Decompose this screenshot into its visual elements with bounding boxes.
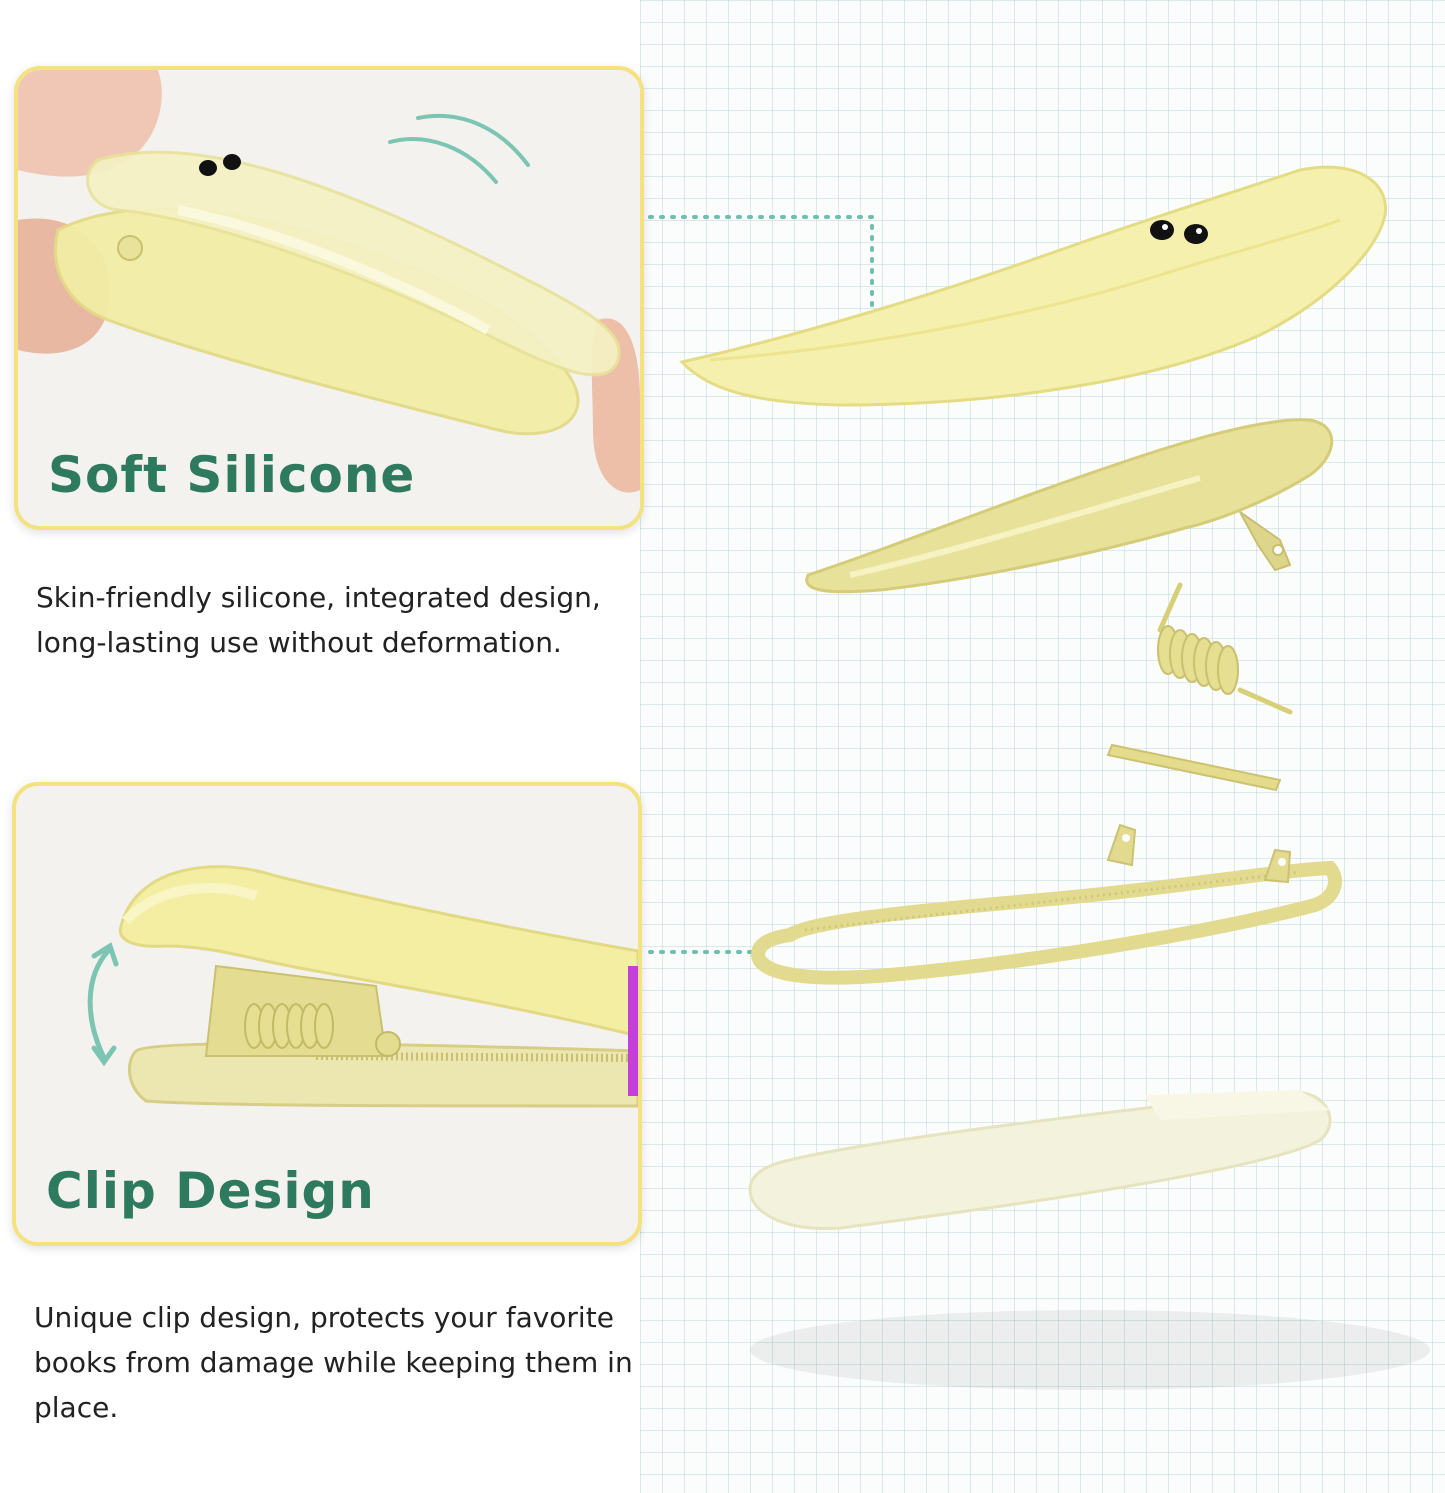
pin-part (1106, 743, 1282, 792)
clip-design-photo (16, 786, 638, 1242)
rotate-arrow-icon (87, 942, 119, 1067)
feature-card-soft-silicone: Soft Silicone (14, 66, 644, 530)
silicone-top-part (679, 165, 1388, 407)
silicone-base-part (748, 1090, 1430, 1390)
eye-right-icon (1184, 224, 1208, 244)
motion-arcs-icon (388, 113, 530, 184)
soft-silicone-photo (18, 70, 640, 526)
eye-right-icon (223, 154, 241, 170)
exploded-parts-illustration (648, 165, 1430, 1390)
feature-card-clip-design: Clip Design (12, 782, 642, 1246)
feature-description: Skin-friendly silicone, integrated desig… (36, 581, 601, 659)
eye-left-icon (199, 160, 217, 176)
metal-frame-part (750, 823, 1342, 985)
connector-line-top (648, 215, 874, 332)
eye-left-icon (1150, 220, 1174, 240)
feature-description: Unique clip design, protects your favori… (34, 1301, 633, 1424)
card-title: Soft Silicone (48, 446, 416, 504)
spring-part (1157, 582, 1293, 715)
card-title: Clip Design (46, 1162, 375, 1220)
metal-top-part (805, 418, 1334, 594)
